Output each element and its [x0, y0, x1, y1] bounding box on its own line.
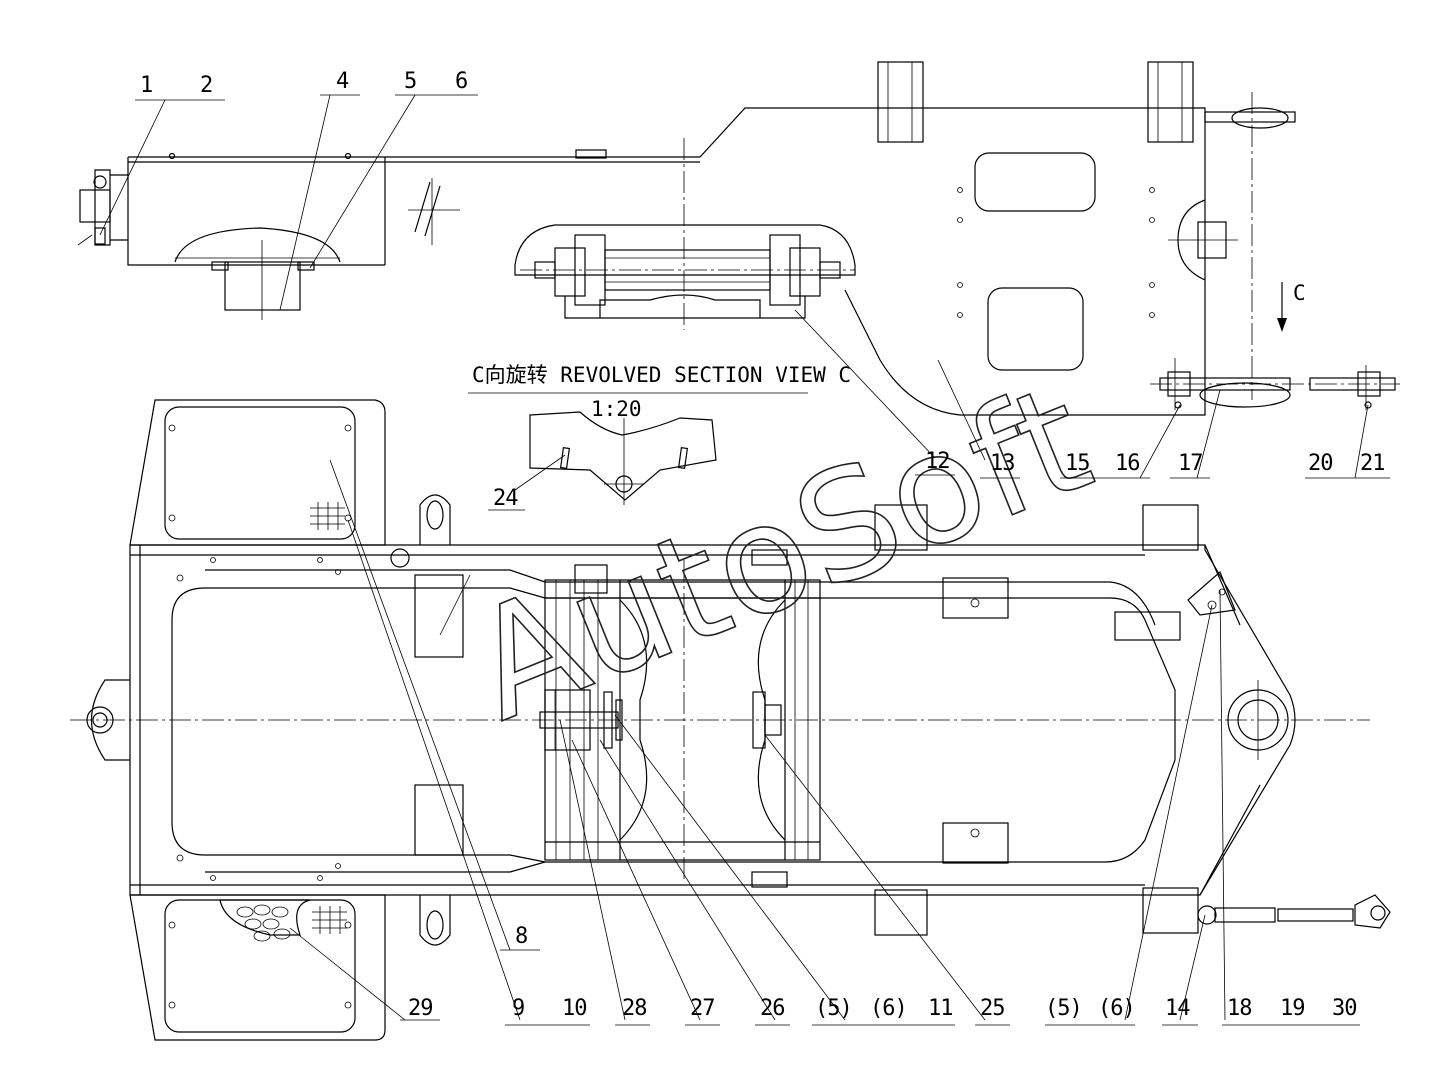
perforation-pattern — [236, 904, 291, 942]
callout-5-ref-2: (5) — [1045, 996, 1082, 1021]
callout-24: 24 — [493, 486, 518, 511]
callout-11: 11 — [928, 996, 953, 1021]
leader-lines — [99, 94, 1369, 1021]
callout-29: 29 — [408, 996, 433, 1021]
callout-4: 4 — [336, 69, 349, 94]
callout-12: 12 — [925, 449, 950, 474]
callout-16: 16 — [1115, 451, 1140, 476]
callout-15: 15 — [1065, 451, 1090, 476]
callout-13: 13 — [990, 451, 1015, 476]
rivet-holes — [957, 187, 1155, 318]
watermark-text: AutoSoft — [449, 352, 1112, 755]
callout-30: 30 — [1332, 996, 1357, 1021]
callout-9: 9 — [512, 996, 524, 1021]
revolved-section-view: C向旋转 REVOLVED SECTION VIEW C 1:20 — [468, 363, 851, 505]
callout-5: 5 — [404, 69, 416, 94]
callout-14: 14 — [1165, 996, 1190, 1021]
callout-8: 8 — [515, 924, 527, 949]
callout-1: 1 — [140, 73, 152, 98]
callout-5-ref: (5) — [815, 996, 852, 1021]
callout-10: 10 — [562, 996, 587, 1021]
callout-6: 6 — [455, 69, 467, 94]
mesh-pattern — [310, 502, 347, 934]
view-scale: 1:20 — [591, 397, 642, 421]
callout-6-ref: (6) — [870, 996, 907, 1021]
plan-view — [70, 399, 1391, 1041]
callout-6-ref-2: (6) — [1098, 996, 1135, 1021]
view-title: C向旋转 REVOLVED SECTION VIEW C — [472, 363, 851, 387]
callout-26: 26 — [760, 996, 785, 1021]
callout-18: 18 — [1227, 996, 1252, 1021]
callout-19: 19 — [1280, 996, 1305, 1021]
side-view: C — [77, 61, 1400, 416]
callout-28: 28 — [622, 996, 647, 1021]
callout-labels: 1 2 4 5 6 12 13 15 16 17 20 21 24 8 29 9… — [135, 69, 1390, 1026]
callout-21: 21 — [1360, 451, 1385, 476]
mount-holes — [168, 424, 352, 1009]
callout-25: 25 — [980, 996, 1005, 1021]
callout-2: 2 — [200, 73, 212, 98]
callout-27: 27 — [690, 996, 715, 1021]
callout-20: 20 — [1308, 451, 1333, 476]
view-arrow-label: C — [1293, 281, 1306, 305]
callout-17: 17 — [1178, 451, 1203, 476]
watermark: AutoSoft — [448, 351, 1112, 755]
